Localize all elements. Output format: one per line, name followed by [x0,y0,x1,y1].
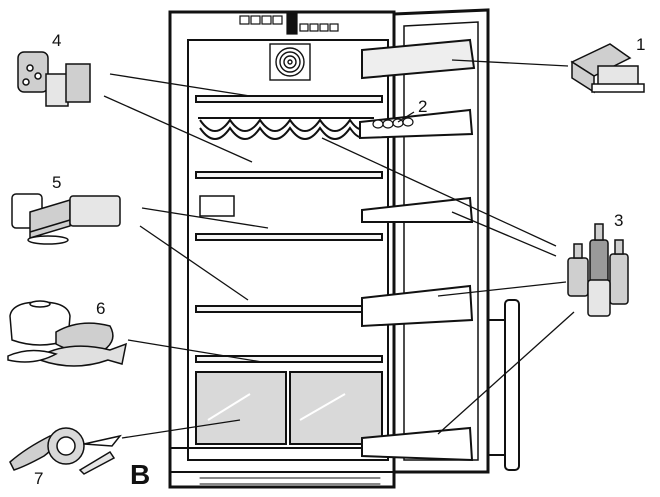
callout-6: 6 [96,299,105,318]
leader-3d [437,311,575,435]
food-1-cheese-butter [570,43,645,94]
callout-labels: 1 2 3 4 5 6 7 B [34,31,645,490]
shelf-3 [195,233,383,241]
door-compartments [359,38,476,462]
food-7-vegetables [9,427,122,475]
leader-4a [109,73,251,97]
food-3-bottles [567,223,629,317]
food-5-dairy-cake [11,193,121,245]
door-shelf-1 [361,196,474,223]
crisper-left [195,371,287,445]
shelf-4 [195,305,383,313]
callout-3: 3 [614,211,623,230]
leader-3a [321,137,557,247]
door-handle [504,299,520,471]
door-shelf-3 [361,426,474,462]
crisper-drawers [195,371,383,445]
shelf-item-box [199,195,235,217]
callout-5: 5 [52,173,61,192]
leader-1 [451,59,569,67]
fridge-door [392,8,520,474]
butter-compartment [361,38,476,80]
shelf-1 [195,95,383,103]
bottle-rack [198,117,374,140]
leader-7 [121,419,241,439]
callout-4: 4 [52,31,61,50]
door-shelf-2 [361,284,474,328]
egg-tray [359,108,474,140]
food-6-meat-fish [7,300,128,367]
leader-2 [397,111,415,123]
leader-4b [103,95,253,163]
panel-letter: B [130,459,150,490]
leader-5b [139,225,249,301]
food-4-jars [17,51,91,107]
glass-shelves [195,95,383,363]
callout-7: 7 [34,469,43,488]
leader-3c [437,281,567,297]
callout-1: 1 [636,35,645,54]
leader-lines [103,59,575,439]
crisper-right [289,371,383,445]
shelf-2 [195,171,383,179]
egg-row [372,117,414,129]
callout-2: 2 [418,97,427,116]
leader-6 [127,339,263,363]
control-panel [239,13,339,35]
shelf-5 [195,355,383,363]
fan-unit [269,43,311,81]
leader-3b [451,211,557,257]
leader-5a [141,207,269,229]
